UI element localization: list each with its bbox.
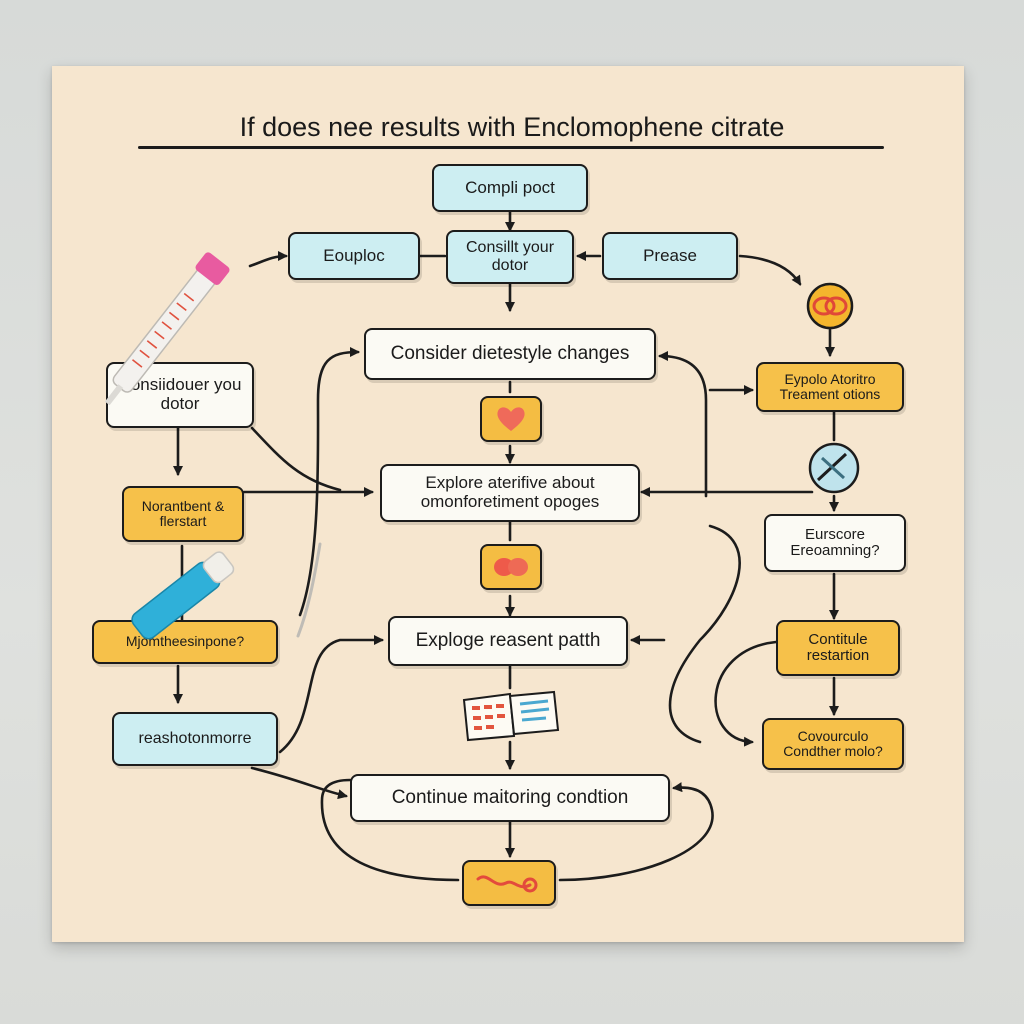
box-reashotonmorre: reashotonmorre <box>112 712 278 766</box>
arrow-syringe-left-top <box>248 251 288 268</box>
box-continue-monitoring: Continue maitoring condtion <box>350 774 670 822</box>
arrow-bottom-loop-right <box>558 782 714 882</box>
pill-tile <box>480 544 542 590</box>
title-underline <box>138 146 884 149</box>
line-doctor-curve <box>250 426 342 492</box>
papers-icon <box>462 690 560 742</box>
box-compli-poct: Compli poct <box>432 164 588 212</box>
bottom-tile <box>462 860 556 906</box>
arrow-left-into-path <box>278 635 384 754</box>
line-right-s-curve <box>668 524 741 744</box>
pill-icon <box>494 558 528 576</box>
box-eouploc: Eouploc <box>288 232 420 280</box>
box-eurscore: Eurscore Ereoamning? <box>764 514 906 572</box>
heart-tile <box>480 396 542 442</box>
arrow-left-blue-monitor <box>250 766 348 800</box>
arrow-loop-right-lifestyle <box>658 351 708 498</box>
box-consider-lifestyle: Consider dietestyle changes <box>364 328 656 380</box>
diamond-icon <box>808 442 860 494</box>
pen-mark <box>296 542 322 638</box>
line-bottom-loop-left <box>320 778 460 882</box>
syringe-icon <box>104 252 230 406</box>
squiggle-icon <box>476 875 538 893</box>
arrow-loop-left-lifestyle <box>298 347 360 617</box>
arrow-loop-consider-other <box>714 640 778 747</box>
box-mjomtheesinpone: Mjomtheesinpone? <box>92 620 278 664</box>
heart-icon <box>497 407 525 431</box>
box-consider-doctor: Consiidouer you dotor <box>106 362 254 428</box>
arrow-right-top-circle <box>738 254 802 286</box>
box-prease: Prease <box>602 232 738 280</box>
box-consult-doctor: Consillt your dotor <box>446 230 574 284</box>
diagram-title: If does nee results with Enclomophene ci… <box>239 112 785 142</box>
box-explore-treatment: Eypolo Atoritro Treament otions <box>756 362 904 412</box>
box-explore-alternative: Explore aterifive about omonforetiment o… <box>380 464 640 522</box>
box-norantbent: Norantbent & flerstart <box>122 486 244 542</box>
inhaler-icon <box>131 551 235 640</box>
box-explore-path: Exploge reasent patth <box>388 616 628 666</box>
rings-icon <box>806 282 854 330</box>
box-consider-other: Covourculo Condther molo? <box>762 718 904 770</box>
box-continue-restart: Contitule restartion <box>776 620 900 676</box>
